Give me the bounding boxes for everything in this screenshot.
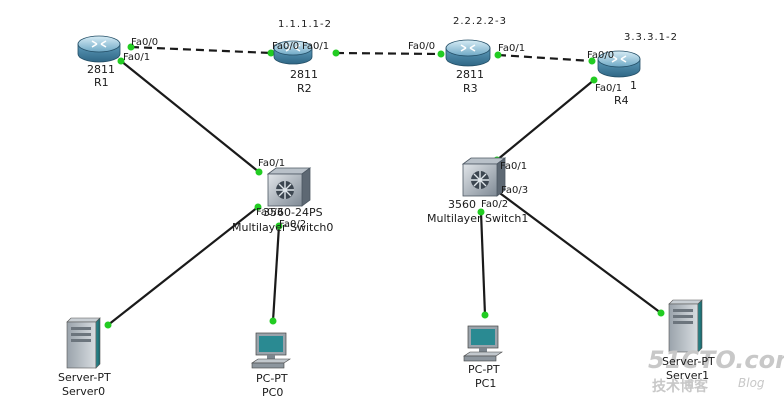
port-light <box>590 76 598 84</box>
link-r1-msw0[interactable] <box>120 60 260 173</box>
port-light <box>104 321 112 329</box>
port-light <box>127 43 135 51</box>
port-light <box>657 309 665 317</box>
r4-extra-label: 1 <box>630 79 637 92</box>
r4-address-label: 3.3.3.1-2 <box>624 32 678 43</box>
r3-model-label: 2811 <box>456 68 484 81</box>
multilayer-switch-icon <box>266 167 312 207</box>
port-light <box>588 57 596 65</box>
port-label-msw1-fa02: Fa0/2 <box>481 199 508 210</box>
port-label-r4-fa01: Fa0/1 <box>595 83 622 94</box>
router-icon <box>445 39 491 67</box>
watermark-brand: 51CTO.com <box>648 346 784 374</box>
msw0-model-label: 3560-24PS <box>263 206 323 219</box>
server0[interactable] <box>66 317 101 369</box>
pc1[interactable] <box>463 325 503 362</box>
r1-name-label: R1 <box>94 76 109 89</box>
r4-name-label: R4 <box>614 94 629 107</box>
r2-address-label: 1.1.1.1-2 <box>278 19 332 30</box>
watermark-blog: Blog <box>738 376 765 390</box>
link-msw0-pc0[interactable] <box>271 225 281 322</box>
port-label-msw0-fa03: Fa0/3 <box>256 207 283 218</box>
watermark-subtitle: 技术博客 <box>652 378 709 395</box>
server-icon <box>668 299 703 353</box>
port-label-msw1-fa01: Fa0/1 <box>500 161 527 172</box>
pc0-type-label: PC-PT <box>256 372 288 385</box>
port-light <box>275 222 283 230</box>
multilayer-switch0[interactable] <box>266 167 312 207</box>
port-label-r2-fa00: Fa0/0 <box>272 41 299 52</box>
port-label-r3-fa00: Fa0/0 <box>408 41 435 52</box>
port-label-r1-fa00: Fa0/0 <box>131 37 158 48</box>
port-label-msw0-fa02: Fa0/2 <box>279 219 306 230</box>
msw1-model-label: 3560 <box>448 198 476 211</box>
server1[interactable] <box>668 299 703 353</box>
pc-icon <box>463 325 503 362</box>
server0-name-label: Server0 <box>62 385 105 398</box>
router-icon <box>273 40 313 65</box>
port-light <box>269 317 277 325</box>
port-light <box>481 311 489 319</box>
link-r3-r4[interactable] <box>497 53 593 63</box>
r2-model-label: 2811 <box>290 68 318 81</box>
pc-icon <box>251 332 291 369</box>
r2-name-label: R2 <box>297 82 312 95</box>
server-icon <box>66 317 101 369</box>
multilayer-switch1[interactable] <box>461 157 507 197</box>
port-label-r2-fa01: Fa0/1 <box>302 41 329 52</box>
link-r2-r3[interactable] <box>335 51 442 56</box>
port-light <box>332 49 340 57</box>
router-icon <box>77 35 121 63</box>
link-msw0-server0[interactable] <box>107 206 259 326</box>
port-light <box>117 57 125 65</box>
port-label-r1-fa01: Fa0/1 <box>123 52 150 63</box>
server1-type-label: Server-PT <box>662 355 715 368</box>
router-r1[interactable] <box>77 35 121 63</box>
port-light <box>437 50 445 58</box>
pc0[interactable] <box>251 332 291 369</box>
port-label-msw0-fa01: Fa0/1 <box>258 158 285 169</box>
router-r2[interactable] <box>273 40 313 65</box>
port-light <box>267 49 275 57</box>
pc1-name-label: PC1 <box>475 377 496 390</box>
multilayer-switch-icon <box>461 157 507 197</box>
port-status-lights <box>104 43 665 329</box>
link-r1-r2[interactable] <box>130 45 272 55</box>
link-msw1-pc1[interactable] <box>479 211 487 316</box>
pc1-type-label: PC-PT <box>468 363 500 376</box>
router-r4[interactable] <box>597 50 641 78</box>
link-msw1-server1[interactable] <box>496 190 662 314</box>
links <box>107 45 662 326</box>
port-light <box>254 203 262 211</box>
router-icon <box>597 50 641 78</box>
msw0-name-label: Multilayer Switch0 <box>232 221 333 234</box>
port-label-msw1-fa03: Fa0/3 <box>501 185 528 196</box>
server1-name-label: Server1 <box>666 369 709 382</box>
server0-type-label: Server-PT <box>58 371 111 384</box>
watermark: 51CTO.com 技术博客 Blog <box>648 346 784 395</box>
r1-model-label: 2811 <box>87 63 115 76</box>
router-r3[interactable] <box>445 39 491 67</box>
pc0-name-label: PC0 <box>262 386 283 399</box>
port-light <box>255 168 263 176</box>
msw1-name-label: Multilayer Switch1 <box>427 212 528 225</box>
port-light <box>477 208 485 216</box>
r3-address-label: 2.2.2.2-3 <box>453 16 507 27</box>
port-light <box>494 51 502 59</box>
port-label-r4-fa00: Fa0/0 <box>587 50 614 61</box>
port-label-r3-fa01: Fa0/1 <box>498 43 525 54</box>
link-r4-msw1[interactable] <box>496 79 595 161</box>
r3-name-label: R3 <box>463 82 478 95</box>
